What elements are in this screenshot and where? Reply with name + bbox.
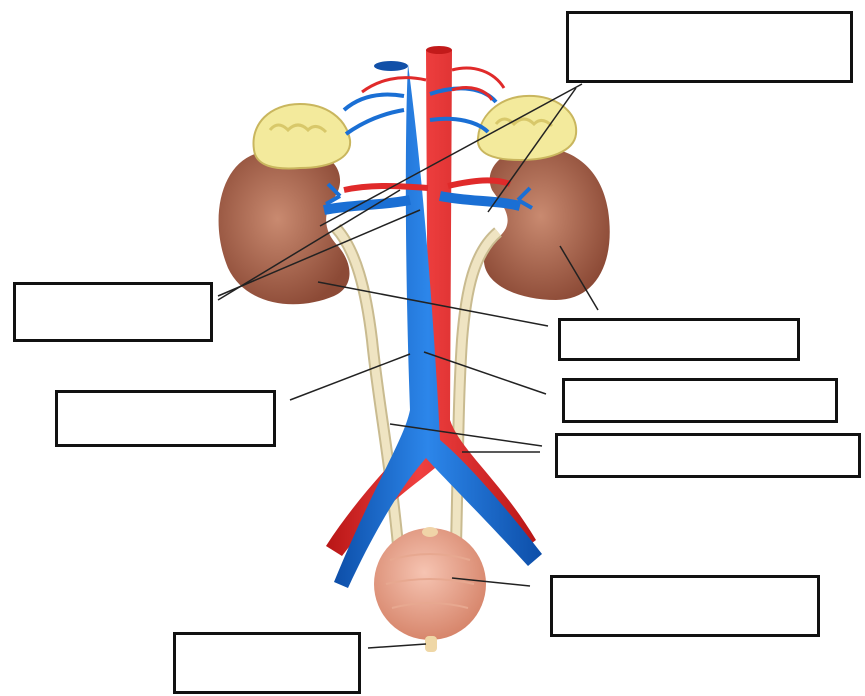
adrenal-vessels <box>344 68 504 134</box>
right-adrenal-gland <box>478 96 576 160</box>
urinary-bladder <box>374 527 486 640</box>
label-box-top-right[interactable] <box>566 11 853 83</box>
right-kidney <box>484 148 610 301</box>
label-box-bottom-left[interactable] <box>173 632 361 694</box>
label-box-left-lower[interactable] <box>55 390 276 447</box>
label-box-right-2[interactable] <box>562 378 838 423</box>
left-adrenal-gland <box>253 104 350 168</box>
label-box-right-4[interactable] <box>550 575 820 637</box>
label-box-right-3[interactable] <box>555 433 861 478</box>
label-box-left-upper[interactable] <box>13 282 213 342</box>
label-box-right-1[interactable] <box>558 318 800 361</box>
urethra <box>425 636 437 652</box>
left-kidney <box>219 149 350 304</box>
